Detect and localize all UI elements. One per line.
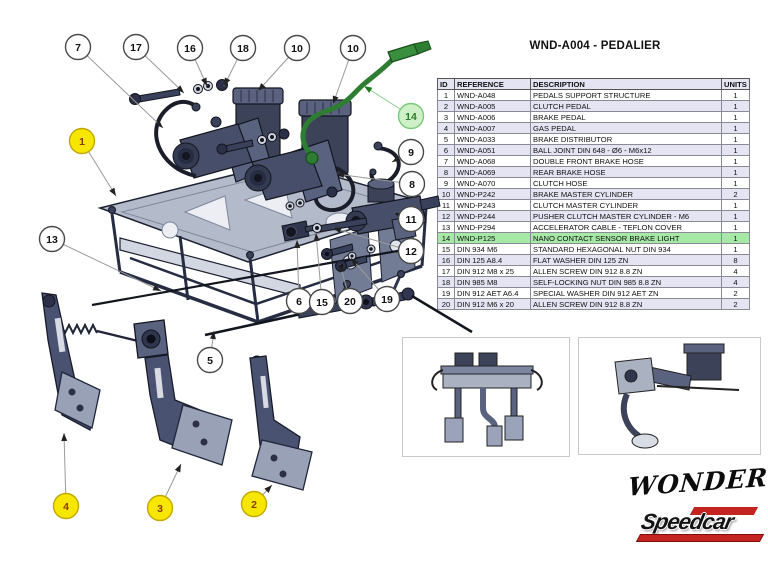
balloon-5: 5 [196,346,224,374]
svg-text:7: 7 [75,42,81,54]
balloon-3: 3 [146,494,174,522]
svg-text:4: 4 [63,501,69,513]
balloon-8: 8 [398,170,426,198]
page-title: WND-A004 - PEDALIER [529,40,661,52]
balloon-10-5: 10 [339,34,367,62]
svg-text:16: 16 [184,43,196,55]
svg-text:10: 10 [347,43,359,55]
balloon-6: 6 [285,287,313,315]
balloon-16: 16 [176,34,204,62]
ball-joint [281,220,316,242]
col-header-units: UNITS [721,78,750,90]
balloon-20: 20 [336,287,364,315]
balloon-15: 15 [308,288,336,316]
svg-text:8: 8 [409,179,415,191]
svg-text:14: 14 [405,111,417,123]
balloon-19: 19 [373,285,401,313]
clutch-hose [369,141,401,185]
balloon-11: 11 [397,205,425,233]
balloon-2: 2 [240,490,268,518]
balloon-9: 9 [397,138,425,166]
svg-text:6: 6 [296,296,302,308]
balloon-13: 13 [38,225,66,253]
svg-text:1: 1 [79,136,85,148]
rear-brake-hose [313,166,356,213]
washer-15-hole [315,226,319,230]
table-header-row: ID REFERENCE DESCRIPTION UNITS [437,78,750,90]
svg-text:19: 19 [381,294,393,306]
svg-text:9: 9 [408,147,414,159]
svg-text:18: 18 [237,43,249,55]
svg-text:5: 5 [207,355,213,367]
balloon-17: 17 [122,33,150,61]
brake-master-cylinder-right [216,40,432,213]
balloon-18: 18 [229,34,257,62]
svg-text:13: 13 [46,234,58,246]
svg-text:17: 17 [130,42,142,54]
balloon-7: 7 [64,33,92,61]
balloon-14: 14 [397,102,425,130]
inset-assembled-front-view [402,337,570,457]
balloon-12: 12 [397,237,425,265]
clutch-pedal [249,355,313,491]
svg-text:2: 2 [251,499,257,511]
brake-pedal [133,319,233,466]
svg-text:12: 12 [405,246,417,258]
brake-light-sensor-cable [300,58,394,158]
balloon-4: 4 [52,492,80,520]
speedcar-logo: Speedcar [612,507,765,545]
inset-assembled-side-view [578,337,761,455]
balloon-10-4: 10 [283,34,311,62]
svg-text:10: 10 [291,43,303,55]
gas-pedal [41,292,101,432]
svg-text:20: 20 [344,296,356,308]
svg-text:11: 11 [405,214,416,226]
speedcar-wordmark: Speedcar [638,509,736,534]
svg-text:3: 3 [157,503,163,515]
balloon-1: 1 [68,127,96,155]
svg-text:15: 15 [316,297,328,309]
speedcar-tagline-strip [635,534,765,542]
